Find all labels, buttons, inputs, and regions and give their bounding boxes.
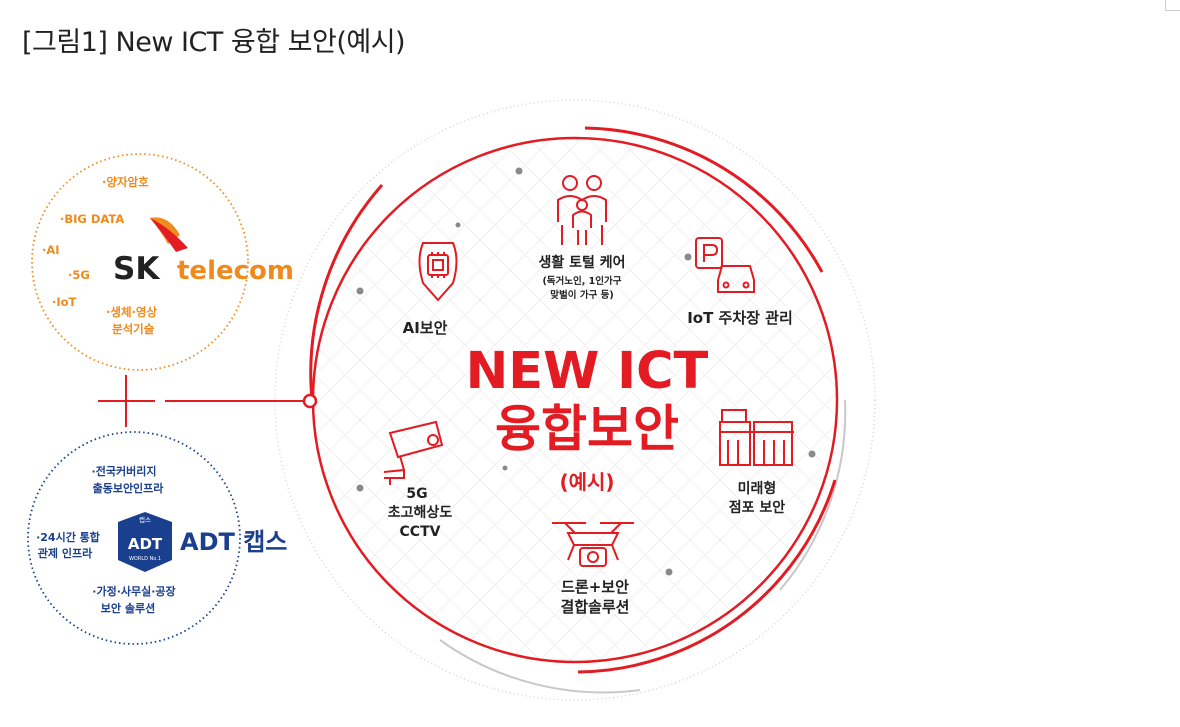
adt-logo: 캡스 ADT WORLD No.1 ADT 캡스 <box>118 512 287 572</box>
plus-connector <box>98 375 306 427</box>
ring-dots <box>356 167 816 576</box>
sk-item-biometric-2: 분석기술 <box>112 322 155 336</box>
adt-item-24h-2: 관제 인프라 <box>38 546 93 560</box>
grey-arc-bottom <box>439 639 641 694</box>
family-icon <box>557 175 607 245</box>
adt-item-solutions-2: 보안 솔루션 <box>101 601 155 615</box>
store-label-2: 점포 보안 <box>729 499 786 516</box>
red-arc-left <box>309 184 384 401</box>
care-title: 생활 토털 케어 <box>538 254 625 271</box>
sk-logo: SK telecom <box>113 217 294 287</box>
adt-logo-text: ADT 캡스 <box>180 528 287 556</box>
adt-badge-bottom: WORLD No.1 <box>129 556 161 562</box>
figure-caption: [그림1] New ICT 융합 보안(예시) <box>22 27 406 58</box>
center-title-line1: NEW ICT <box>466 342 709 401</box>
sk-item-biometric: ·생체·영상 <box>106 305 157 319</box>
sk-item-quantum: ·양자암호 <box>102 175 149 189</box>
adt-badge-top: 캡스 <box>139 516 151 524</box>
center-title-line2: 융합보안 <box>495 400 679 458</box>
cctv-label-3: CCTV <box>400 524 441 540</box>
store-icon <box>719 409 794 466</box>
red-arc-top <box>584 126 824 273</box>
adt-badge-text: ADT <box>128 535 163 553</box>
care-sub-1: (독거노인, 1인가구 <box>542 275 621 287</box>
adt-cluster-ring <box>27 431 241 645</box>
page-corner-mark <box>1165 0 1180 11</box>
outer-dotted-ring <box>274 99 876 701</box>
sk-item-5g: ·5G <box>68 268 90 282</box>
connector-node <box>302 393 318 409</box>
iot-parking-label: IoT 주차장 관리 <box>687 309 793 327</box>
adt-shield-icon <box>118 512 172 572</box>
cctv-camera-icon <box>383 420 444 485</box>
chip-shield-icon <box>418 242 458 302</box>
care-sub-2: 맞벌이 가구 등) <box>550 289 613 301</box>
network-background <box>313 138 837 662</box>
sk-item-bigdata: ·BIG DATA <box>60 212 124 226</box>
adt-item-coverage-2: 출동보안인프라 <box>93 481 165 495</box>
drone-icon <box>552 522 634 567</box>
grey-arc-right <box>779 399 847 591</box>
ai-security-label: AI보안 <box>403 319 448 337</box>
store-label-1: 미래형 <box>738 480 777 497</box>
telecom-logo-text: telecom <box>177 256 294 286</box>
drone-label-1: 드론+보안 <box>561 578 629 596</box>
red-arc-bottom <box>577 479 837 674</box>
sk-item-ai: ·AI <box>42 243 60 257</box>
cctv-label-2: 초고해상도 <box>388 505 453 521</box>
adt-item-solutions: ·가정·사무실·공장 <box>92 584 175 598</box>
cctv-label-1: 5G <box>406 486 427 502</box>
drone-label-2: 결합솔루션 <box>560 598 629 616</box>
sk-cluster-ring <box>31 153 249 371</box>
center-title-line3: (예시) <box>559 470 614 494</box>
parking-car-icon <box>695 237 755 293</box>
adt-item-coverage: ·전국커버리지 <box>92 464 157 478</box>
sk-logo-text: SK <box>113 251 160 287</box>
sk-item-iot: ·IoT <box>52 295 77 309</box>
adt-item-24h: ·24시간 통합 <box>36 530 100 544</box>
